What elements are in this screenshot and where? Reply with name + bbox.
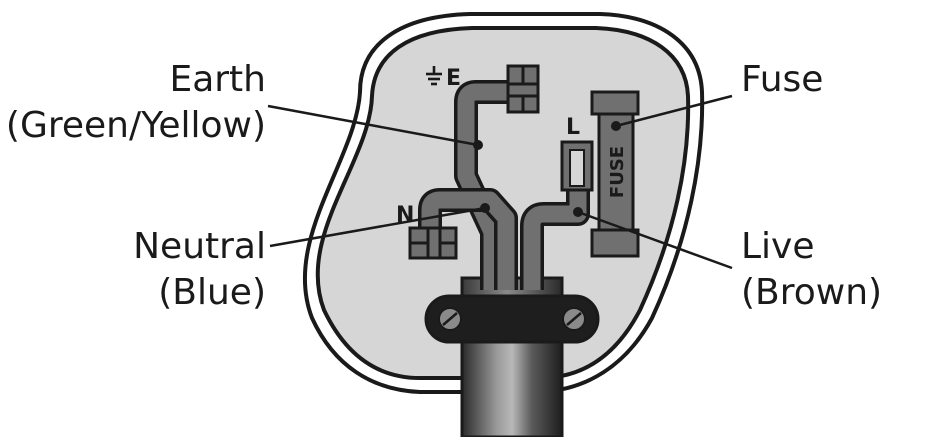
earth-terminal bbox=[506, 64, 540, 114]
live-label-line-2: (Brown) bbox=[741, 272, 883, 313]
neutral-leader-line bbox=[269, 206, 486, 248]
fuse-label: Fuse bbox=[741, 57, 823, 103]
live-label-line-1: Live bbox=[741, 226, 815, 267]
fuse-label-line-1: Fuse bbox=[741, 59, 824, 100]
neutral-label: Neutral (Blue) bbox=[133, 224, 266, 316]
earth-leader-line bbox=[267, 104, 479, 147]
earth-leader-dot bbox=[473, 140, 483, 150]
live-leader-dot bbox=[573, 207, 583, 217]
earth-label: Earth (Green/Yellow) bbox=[6, 57, 266, 149]
earth-label-line-2: (Green/Yellow) bbox=[5, 105, 266, 146]
fuse-text: FUSE bbox=[607, 146, 628, 198]
neutral-label-line-2: (Blue) bbox=[158, 272, 266, 313]
neutral-terminal bbox=[408, 226, 458, 260]
earth-label-line-1: Earth bbox=[169, 59, 266, 100]
fuse-leader-dot bbox=[611, 121, 621, 131]
fuse-leader-line bbox=[615, 94, 733, 128]
live-leader-line bbox=[577, 210, 733, 270]
terminal-label-earth: E bbox=[446, 66, 461, 91]
earth-ground-icon bbox=[426, 66, 442, 86]
live-label: Live (Brown) bbox=[741, 224, 882, 316]
neutral-label-line-1: Neutral bbox=[133, 226, 266, 267]
live-terminal bbox=[560, 140, 594, 192]
cable-clamp bbox=[424, 294, 600, 344]
terminal-label-live: L bbox=[566, 115, 580, 140]
neutral-leader-dot bbox=[480, 203, 490, 213]
